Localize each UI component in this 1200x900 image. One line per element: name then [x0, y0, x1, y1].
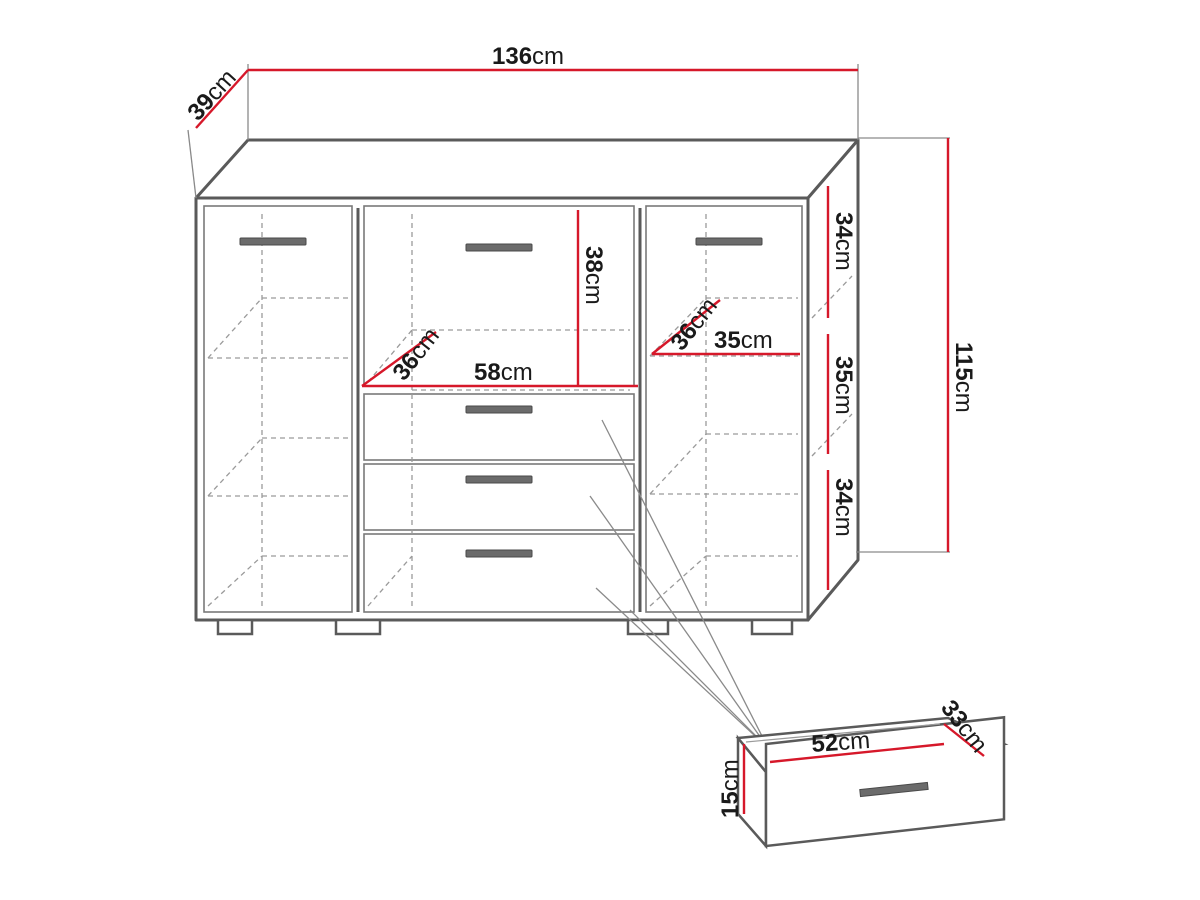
drawer-depth-dimension-line	[943, 723, 985, 757]
drawer-handle-1	[465, 405, 533, 414]
right-height-1-label: 34cm	[830, 212, 857, 271]
drawer-front-1	[363, 393, 635, 461]
middle-depth-dimension-line	[361, 331, 437, 387]
callout-line-3	[595, 587, 769, 749]
cabinet-top	[194, 138, 860, 200]
callout-line-1	[601, 419, 769, 749]
middle-height-label: 38cm	[580, 246, 607, 305]
foot-1	[216, 618, 254, 636]
drawer-front-3	[363, 533, 635, 613]
right-door-handle	[695, 237, 763, 246]
drawer-handle-3	[465, 549, 533, 558]
left-door	[203, 205, 353, 613]
width-label: 136cm	[492, 43, 564, 70]
middle-door-handle	[465, 243, 533, 252]
drawer-handle-2	[465, 475, 533, 484]
right-door	[645, 205, 803, 613]
depth-label: 39cm	[182, 64, 241, 126]
foot-4	[750, 618, 794, 636]
drawer-front-2	[363, 463, 635, 531]
cabinet-side	[806, 138, 860, 622]
callout-line-4	[629, 609, 769, 749]
drawer-front-panel	[764, 715, 1006, 848]
right-width-label: 35cm	[714, 327, 773, 354]
foot-3	[626, 618, 670, 636]
middle-width-label: 58cm	[474, 359, 533, 386]
right-depth-dimension-line	[651, 299, 721, 355]
depth-dimension-line	[195, 69, 249, 129]
drawer-width-dimension-line	[769, 742, 945, 764]
right-height-2-label: 35cm	[830, 356, 857, 415]
interior-dashed-lines	[207, 214, 853, 607]
foot-2	[334, 618, 382, 636]
drawer-detail-handle	[859, 781, 929, 798]
left-door-handle	[239, 237, 307, 246]
dimension-lines	[195, 68, 950, 590]
height-label: 115cm	[950, 342, 977, 413]
right-height-3-label: 34cm	[830, 478, 857, 537]
drawer-height-label: 15cm	[717, 759, 744, 818]
drawer-width-label: 52cm	[811, 727, 871, 758]
callout-line-2	[589, 495, 769, 749]
drawer-detail	[735, 715, 1009, 850]
